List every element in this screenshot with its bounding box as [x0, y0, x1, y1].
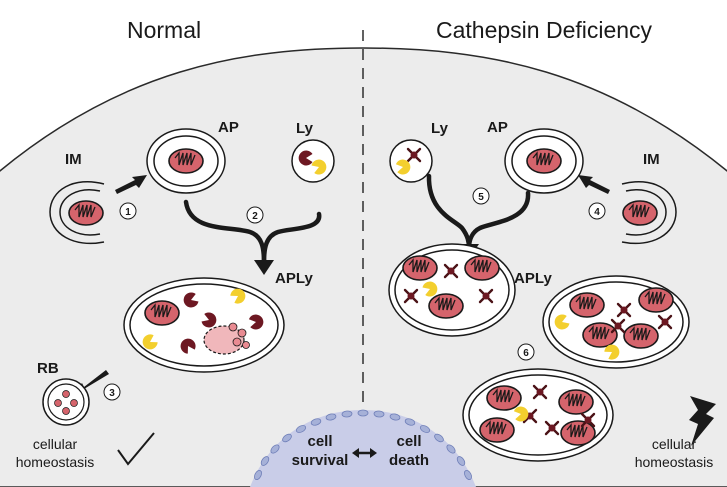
nucleus-left-line1: cell — [307, 433, 332, 450]
fusion-arrow-left — [183, 199, 322, 275]
label-ap-right: AP — [487, 119, 508, 136]
nucleus-right-line2: death — [389, 452, 429, 469]
nucleus-right-line1: cell — [396, 433, 421, 450]
autolysosome-right-3 — [462, 368, 614, 462]
outcome-left-line2: homeostasis — [16, 454, 95, 470]
title-normal: Normal — [127, 17, 201, 43]
lysosome-right — [389, 139, 433, 183]
outcome-right-line2: homeostasis — [635, 454, 714, 470]
outcome-left-line1: cellular — [33, 436, 78, 452]
isolation-membrane-right — [621, 181, 677, 245]
label-aply-right: APLy — [514, 270, 552, 287]
svg-text:6: 6 — [523, 348, 529, 359]
arrow-step-1 — [115, 175, 147, 194]
autolysosome-left — [123, 277, 285, 373]
label-aply-left: APLy — [275, 270, 313, 287]
nuclear-pores — [254, 409, 472, 481]
autophagosome-left — [146, 128, 226, 194]
step-5: 5 — [472, 187, 490, 205]
autophagosome-right — [504, 128, 584, 194]
title-cathepsin-deficiency: Cathepsin Deficiency — [436, 17, 653, 43]
autolysosome-right-1 — [388, 243, 516, 337]
svg-text:1: 1 — [125, 207, 131, 218]
nucleus-left-line2: survival — [292, 452, 349, 469]
isolation-membrane-left — [49, 181, 105, 245]
svg-text:4: 4 — [594, 207, 600, 218]
label-rb: RB — [37, 360, 59, 377]
double-arrow-icon — [352, 448, 377, 458]
step-3: 3 — [103, 383, 121, 401]
lysosome-left — [291, 139, 335, 183]
arrow-step-4 — [578, 175, 610, 194]
svg-text:2: 2 — [252, 211, 258, 222]
outcome-right-line1: cellular — [652, 436, 697, 452]
label-im-right: IM — [643, 151, 660, 168]
svg-text:3: 3 — [109, 388, 115, 399]
nucleus — [250, 410, 476, 487]
checkmark-icon — [117, 432, 155, 466]
svg-text:5: 5 — [478, 192, 484, 203]
label-ap-left: AP — [218, 119, 239, 136]
step-2: 2 — [246, 206, 264, 224]
label-im-left: IM — [65, 151, 82, 168]
lightning-icon — [689, 396, 716, 446]
label-ly-left: Ly — [296, 120, 314, 137]
step-1: 1 — [119, 202, 137, 220]
step-6: 6 — [517, 343, 535, 361]
label-ly-right: Ly — [431, 120, 449, 137]
residual-body — [42, 378, 90, 426]
autolysosome-right-2 — [542, 275, 690, 369]
step-4: 4 — [588, 202, 606, 220]
